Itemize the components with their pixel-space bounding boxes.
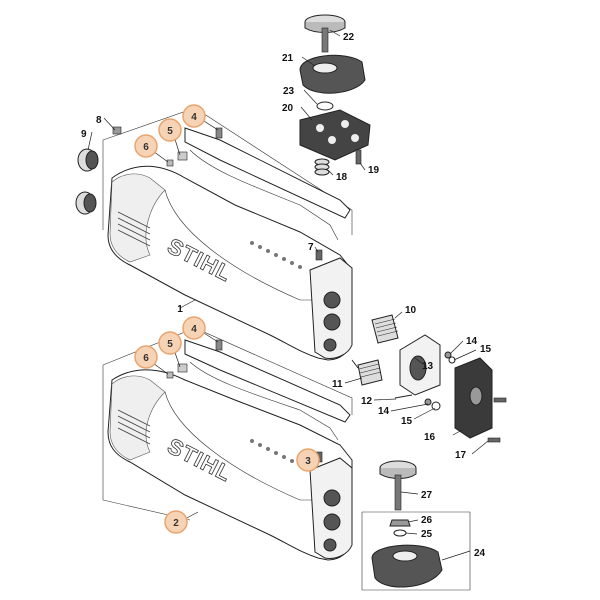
callout-27: 27 (421, 490, 433, 501)
housing-lower: STIHL (102, 327, 353, 561)
svg-text:4: 4 (191, 112, 197, 123)
callout-26: 26 (421, 515, 433, 526)
callout-10: 10 (405, 305, 417, 316)
callout-9: 9 (81, 129, 87, 140)
callout-17: 17 (455, 450, 467, 461)
svg-text:5: 5 (167, 126, 173, 137)
callout-13: 13 (422, 361, 434, 372)
callout-15-lower: 15 (401, 416, 413, 427)
callout-5-lower: 5 (158, 331, 182, 355)
bearing-parts (75, 126, 122, 215)
clamp-assembly (351, 314, 507, 443)
callout-2: 2 (164, 510, 188, 534)
callout-22: 22 (343, 32, 355, 43)
callout-8: 8 (96, 115, 102, 126)
callout-6-lower: 6 (134, 345, 158, 369)
callout-25: 25 (421, 529, 433, 540)
callout-15-upper: 15 (480, 344, 492, 355)
callout-16: 16 (424, 432, 436, 443)
callouts: 1 2 3 4 4 5 5 (81, 32, 492, 559)
svg-text:2: 2 (173, 518, 179, 529)
svg-text:3: 3 (305, 456, 311, 467)
callout-7: 7 (308, 242, 314, 253)
callout-12: 12 (361, 396, 373, 407)
callout-6-upper: 6 (134, 134, 158, 158)
callout-19: 19 (368, 165, 380, 176)
svg-text:4: 4 (191, 324, 197, 335)
housing-upper: STIHL (102, 107, 353, 361)
callout-14-lower: 14 (378, 406, 390, 417)
svg-text:1: 1 (177, 304, 183, 315)
knob-assembly-top (299, 14, 371, 176)
callout-4-lower: 4 (182, 316, 206, 340)
callout-18: 18 (336, 172, 348, 183)
callout-5-upper: 5 (158, 118, 182, 142)
callout-23: 23 (283, 86, 295, 97)
callout-21: 21 (282, 53, 294, 64)
knob-assembly-bottom (361, 460, 471, 591)
callout-3: 3 (296, 448, 320, 472)
callout-11: 11 (332, 379, 343, 390)
callout-14-upper: 14 (466, 336, 478, 347)
callout-4-upper: 4 (182, 104, 206, 128)
svg-text:6: 6 (143, 142, 149, 153)
svg-text:5: 5 (167, 339, 173, 350)
callout-1: 1 (177, 304, 183, 315)
callout-24: 24 (474, 548, 486, 559)
callout-20: 20 (282, 103, 294, 114)
svg-text:6: 6 (143, 353, 149, 364)
